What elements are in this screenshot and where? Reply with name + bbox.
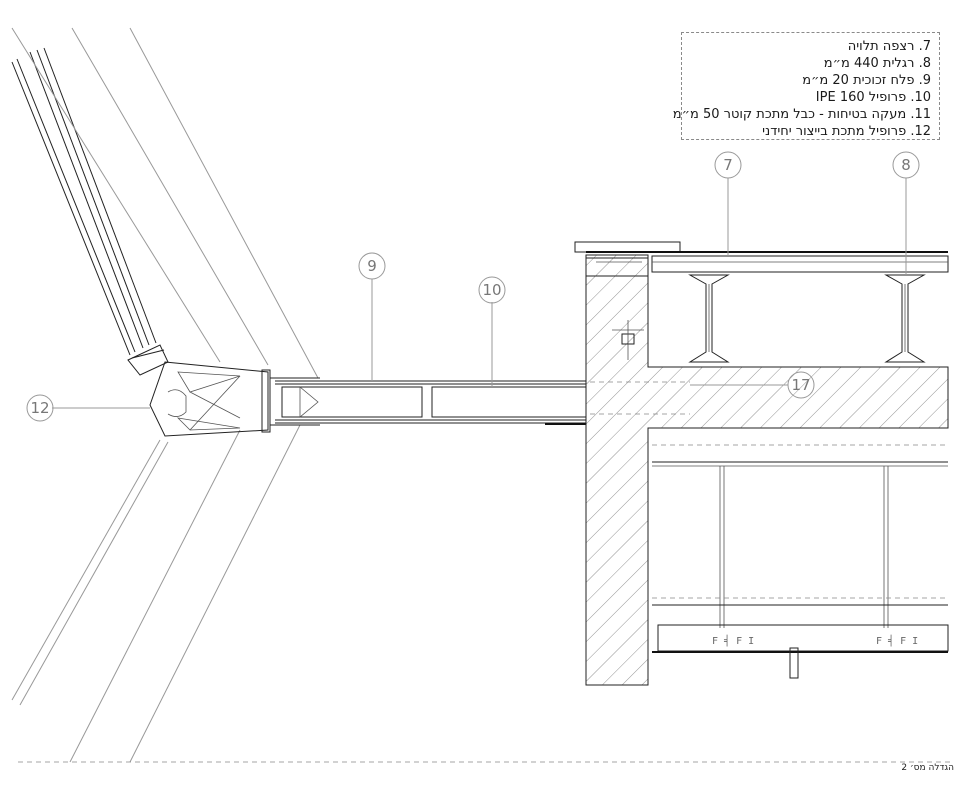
- floor-pedestal-left: [688, 274, 730, 363]
- callout-9: 9: [358, 252, 386, 280]
- diagonal-wall-lower: [11, 424, 301, 763]
- svg-text:17: 17: [791, 376, 810, 394]
- svg-text:9: 9: [367, 257, 377, 275]
- svg-text:F ╡ F I: F ╡ F I: [876, 634, 918, 647]
- diagonal-glass-wall-upper: [11, 27, 319, 379]
- legend-item-11: 11. מעקה בטיחות - כבל מתכת קוטר 50 מ״מ: [672, 107, 931, 122]
- scale-note: הגדלה מס׳ 2: [901, 763, 954, 773]
- custom-steel-profile: [127, 344, 320, 437]
- raised-floor: [651, 255, 949, 273]
- legend-item-8: 8. רגלית 440 מ״מ: [823, 56, 931, 71]
- glass-pane-and-ipe-profile: [275, 380, 587, 425]
- callout-10: 10: [478, 276, 506, 304]
- callout-leaders: [52, 178, 907, 409]
- svg-text:10: 10: [482, 281, 501, 299]
- callout-8: 8: [892, 151, 920, 179]
- svg-text:8: 8: [901, 156, 911, 174]
- callout-17: 17: [787, 371, 815, 399]
- legend-item-10: 10. פרופיל IPE 160: [815, 90, 931, 105]
- legend-item-12: 12. פרופיל מתכת בייצור יחידני: [762, 124, 931, 139]
- legend-item-7: 7. רצפה תלויה: [847, 39, 931, 54]
- svg-text:12: 12: [30, 399, 49, 417]
- svg-text:7: 7: [723, 156, 733, 174]
- concrete-slab-section: [574, 241, 949, 686]
- legend-box: 7. רצפה תלויה 8. רגלית 440 מ״מ 9. פלח זכ…: [672, 32, 940, 140]
- callout-12: 12: [26, 394, 54, 422]
- legend-item-9: 9. פלח זכוכית 20 מ״מ: [802, 73, 931, 88]
- floor-pedestal-right: [884, 274, 926, 363]
- callout-7: 7: [714, 151, 742, 179]
- svg-text:F ╡ F I: F ╡ F I: [712, 634, 754, 647]
- suspended-ceiling: F ╡ F I F ╡ F I: [652, 444, 949, 679]
